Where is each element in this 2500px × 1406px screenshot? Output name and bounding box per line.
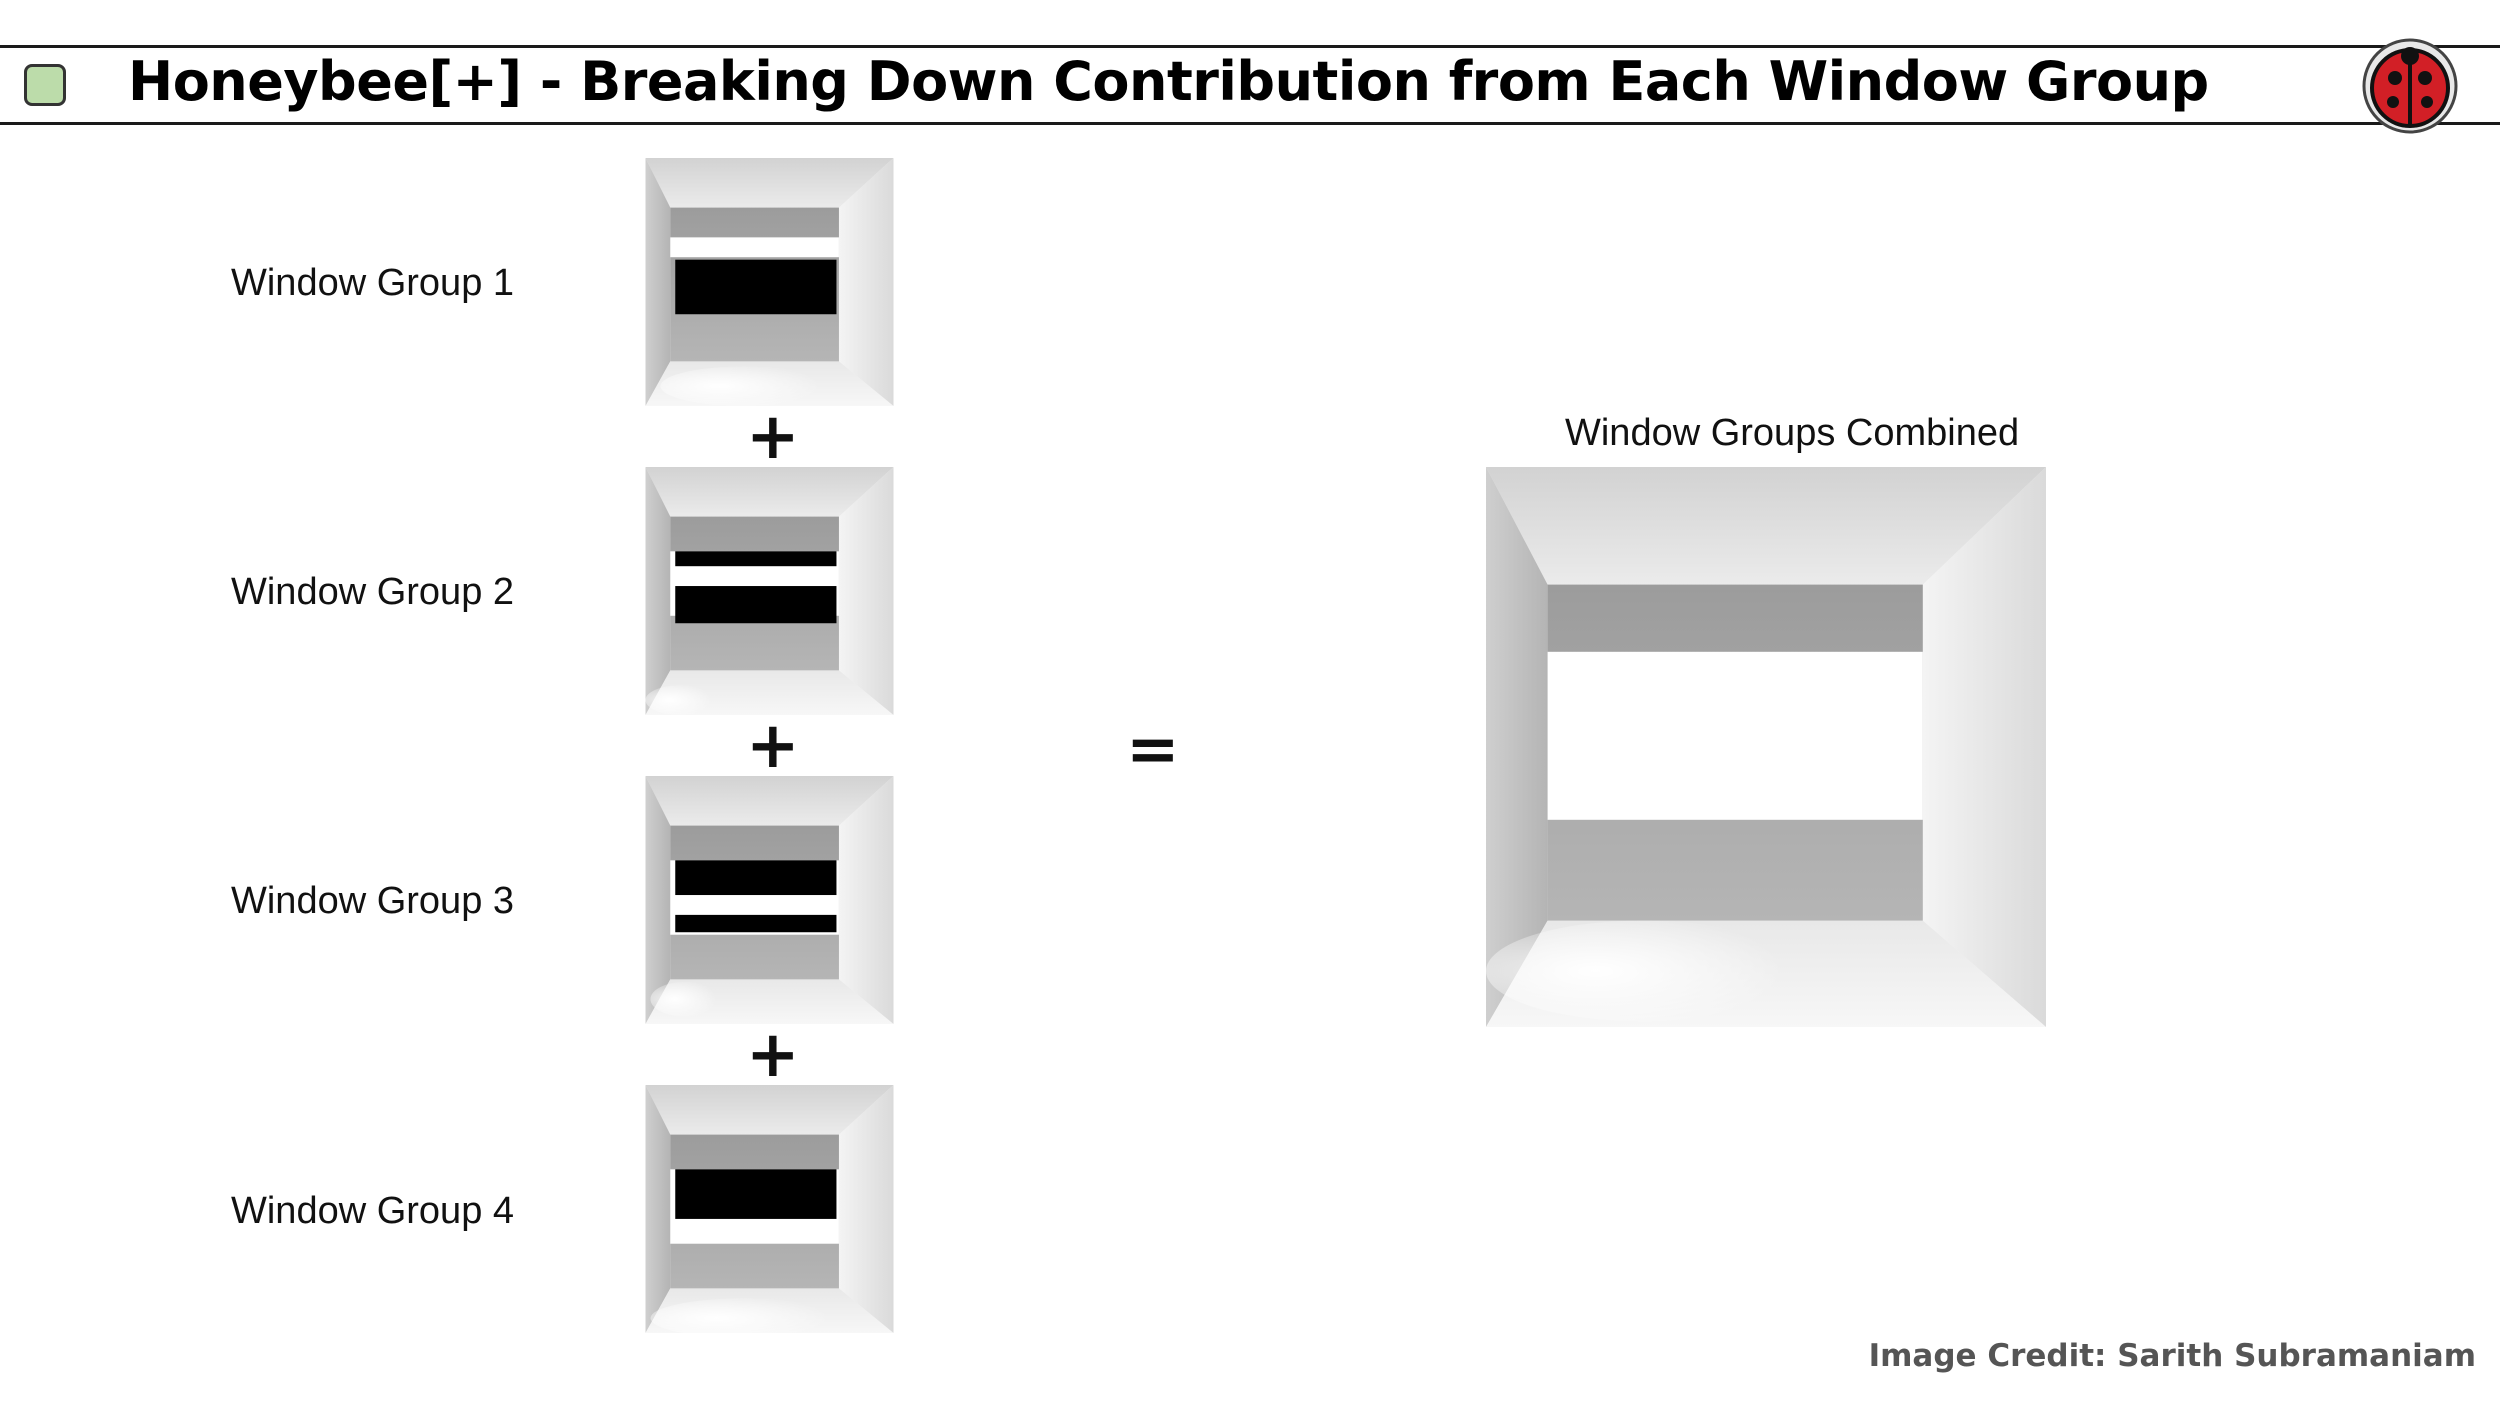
window-group-4-label: Window Group 4	[231, 1190, 515, 1232]
ladybug-logo-icon	[2362, 38, 2458, 134]
window-group-1-render	[645, 158, 894, 406]
plus-sign-1: +	[746, 400, 800, 474]
combined-render	[1486, 467, 2046, 1027]
window-group-4-render	[645, 1085, 894, 1333]
plus-sign-2: +	[746, 709, 800, 783]
window-group-2-label: Window Group 2	[231, 571, 515, 613]
window-group-3-label: Window Group 3	[231, 880, 515, 922]
window-group-3-render	[645, 776, 894, 1024]
equals-sign: =	[1126, 713, 1180, 787]
plus-sign-3: +	[746, 1018, 800, 1092]
window-group-1-label: Window Group 1	[231, 262, 515, 304]
window-group-2-render	[645, 467, 894, 715]
image-credit: Image Credit: Sarith Subramaniam	[1868, 1338, 2476, 1374]
header-top-rule	[0, 45, 2500, 48]
combined-label: Window Groups Combined	[1565, 412, 2020, 454]
header-bottom-rule	[0, 122, 2500, 125]
page-title: Honeybee[+] - Breaking Down Contribution…	[128, 50, 2209, 113]
title-bullet	[24, 64, 66, 106]
